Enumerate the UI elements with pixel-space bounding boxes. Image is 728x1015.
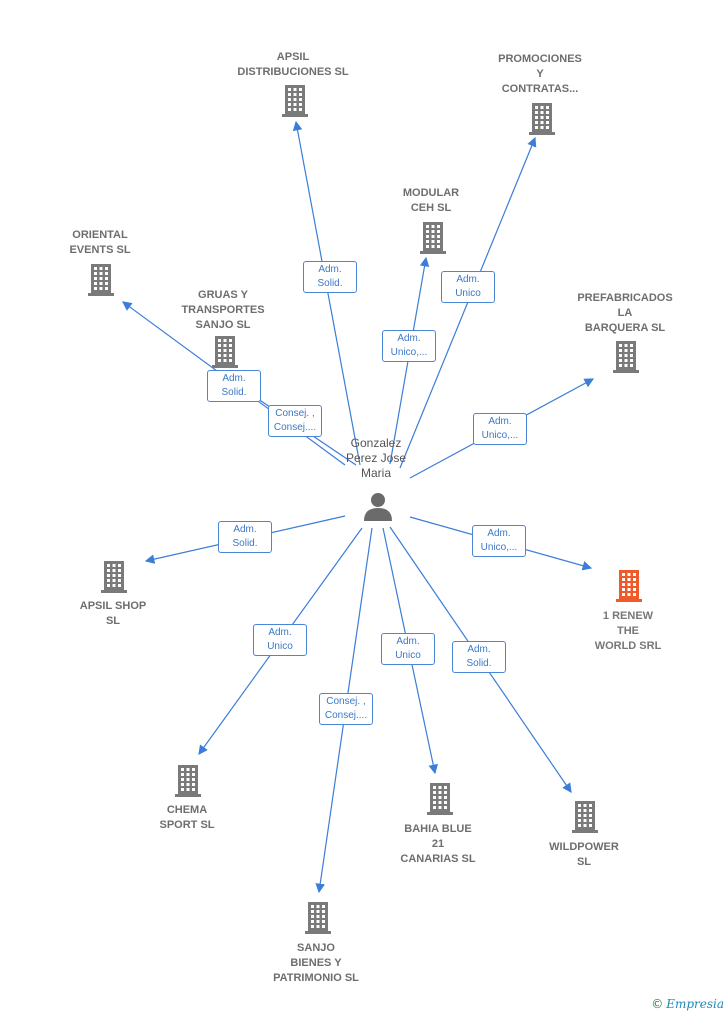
relation-label-chema[interactable]: Adm. Unico xyxy=(253,624,307,656)
relation-label-bahia[interactable]: Adm. Unico xyxy=(381,633,435,665)
company-name-renew[interactable]: 1 RENEW THE WORLD SRL xyxy=(594,610,662,652)
building-icon[interactable] xyxy=(420,222,446,254)
building-icon[interactable] xyxy=(282,85,308,117)
company-name-modular[interactable]: MODULAR CEH SL xyxy=(402,187,460,214)
company-name-apsil-shop[interactable]: APSIL SHOP SL xyxy=(79,600,147,627)
relation-label-apsil-shop[interactable]: Adm. Solid. xyxy=(218,521,272,553)
copyright-symbol: © xyxy=(651,997,664,1011)
company-name-prefabricados[interactable]: PREFABRICADOS LA BARQUERA SL xyxy=(577,292,673,334)
company-name-sanjo[interactable]: SANJO BIENES Y PATRIMONIO SL xyxy=(273,942,359,984)
building-icon[interactable] xyxy=(88,264,114,296)
building-icon[interactable] xyxy=(101,561,127,593)
brand-name: Empresia xyxy=(666,997,724,1011)
relation-label-oriental[interactable]: Adm. Solid. xyxy=(207,370,261,402)
relation-label-promociones[interactable]: Adm. Unico xyxy=(441,271,495,303)
company-name-bahia[interactable]: BAHIA BLUE 21 CANARIAS SL xyxy=(400,823,476,865)
company-name-oriental[interactable]: ORIENTAL EVENTS SL xyxy=(69,229,131,256)
edge-promociones xyxy=(399,136,537,469)
company-name-gruas[interactable]: GRUAS Y TRANSPORTES SANJO SL xyxy=(181,289,265,331)
empresia-logo: ©Empresia xyxy=(651,997,724,1011)
relation-label-apsil-dist[interactable]: Adm. Solid. xyxy=(303,261,357,293)
relation-label-sanjo[interactable]: Consej. , Consej.... xyxy=(319,693,373,725)
building-icon[interactable] xyxy=(529,103,555,135)
company-name-promociones[interactable]: PROMOCIONES Y CONTRATAS... xyxy=(498,53,582,95)
building-icon[interactable] xyxy=(305,902,331,934)
building-icon[interactable] xyxy=(427,783,453,815)
building-icon[interactable] xyxy=(613,341,639,373)
relation-label-prefabricados[interactable]: Adm. Unico,... xyxy=(473,413,527,445)
building-icon[interactable] xyxy=(616,570,642,602)
relation-label-gruas[interactable]: Consej. , Consej.... xyxy=(268,405,322,437)
company-name-wildpower[interactable]: WILDPOWER SL xyxy=(549,841,619,868)
relation-label-modular[interactable]: Adm. Unico,... xyxy=(382,330,436,362)
edge-apsil-dist xyxy=(292,120,361,466)
company-name-apsil-dist[interactable]: APSIL DISTRIBUCIONES SL xyxy=(237,51,349,78)
building-icon[interactable] xyxy=(572,801,598,833)
relation-label-wildpower[interactable]: Adm. Solid. xyxy=(452,641,506,673)
relation-label-renew[interactable]: Adm. Unico,... xyxy=(472,525,526,557)
building-icon[interactable] xyxy=(212,336,238,368)
building-icon[interactable] xyxy=(175,765,201,797)
person-name[interactable]: Gonzalez Perez Jose Maria xyxy=(345,436,407,480)
person-icon[interactable] xyxy=(364,493,392,521)
company-name-chema[interactable]: CHEMA SPORT SL xyxy=(159,804,215,831)
